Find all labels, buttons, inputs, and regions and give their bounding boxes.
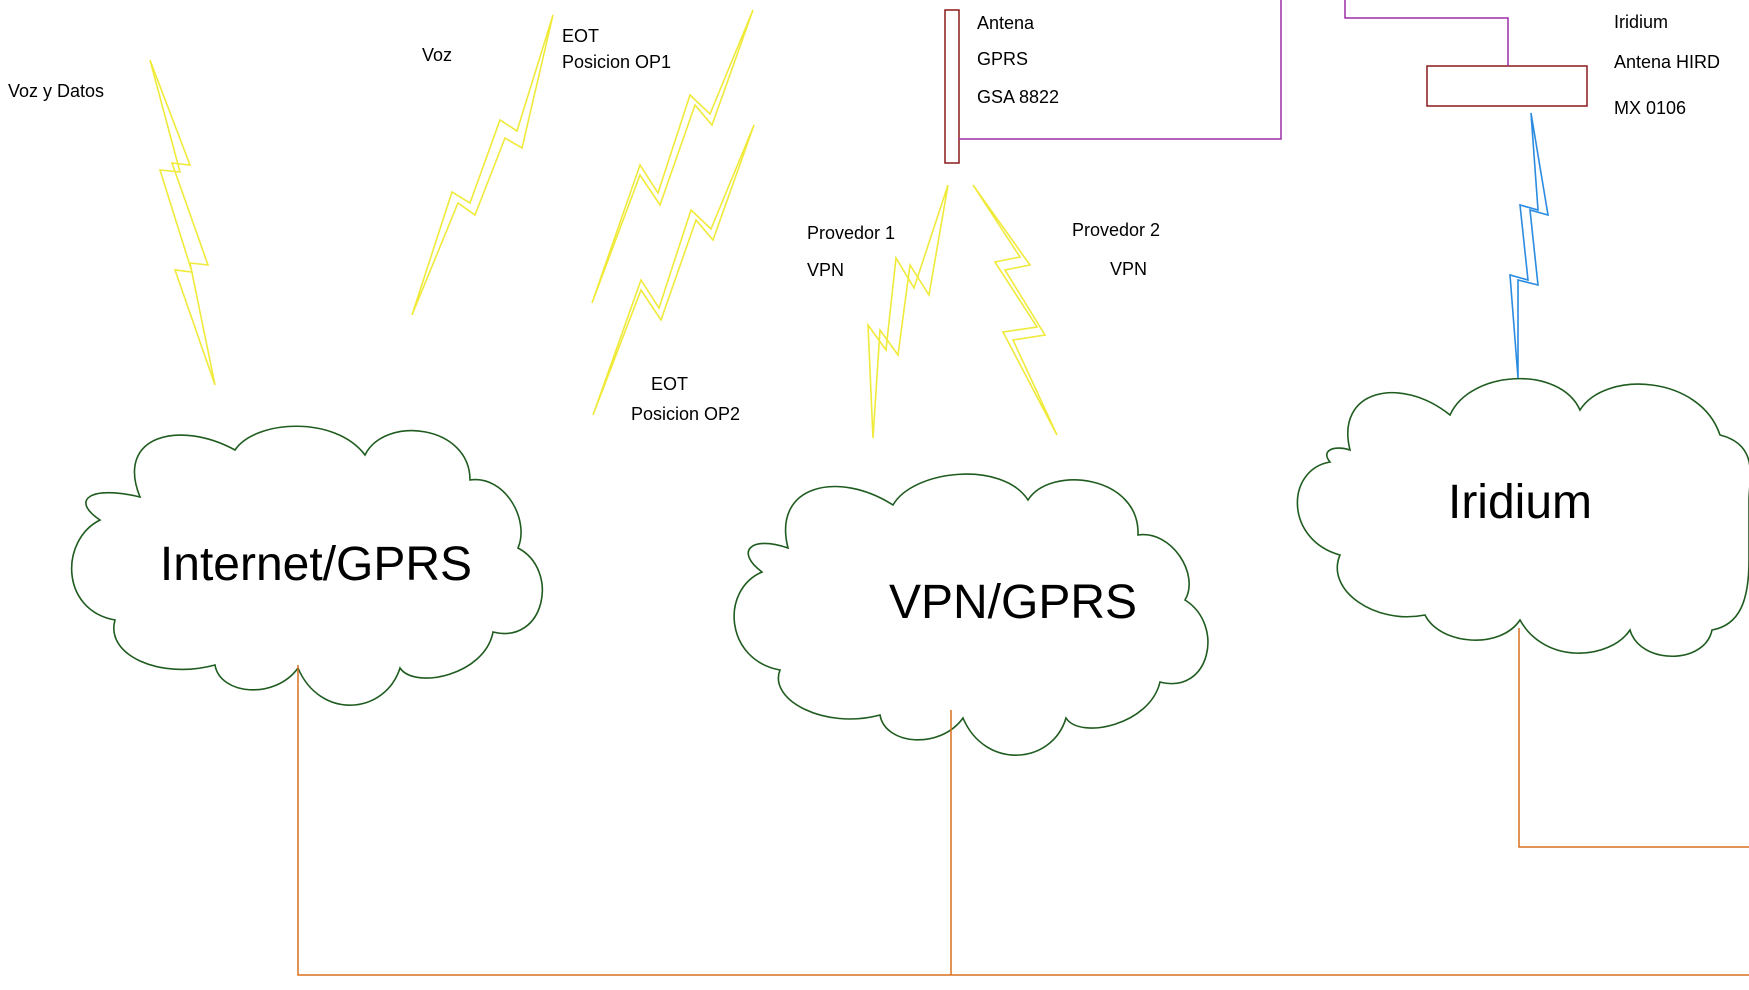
bolt-eot-op2 (592, 124, 755, 416)
label-provedor1-line2: VPN (807, 260, 844, 280)
bolt-provedor2 (972, 184, 1058, 436)
connection-backbone (297, 665, 1749, 976)
cloud-iridium-icon (1296, 377, 1749, 658)
cloud-internet-icon (70, 425, 543, 706)
antenna-iridium-link (1344, 0, 1509, 66)
cloud-iridium-label: Iridium (1448, 476, 1592, 529)
label-eot2-line1: EOT (651, 374, 688, 394)
connection-iridium (1518, 628, 1749, 848)
antenna-gprs-icon (944, 9, 960, 164)
bolt-voz-y-datos (149, 59, 216, 386)
label-antena-gprs-line2: GPRS (977, 49, 1028, 69)
label-voz-y-datos: Voz y Datos (8, 81, 104, 101)
label-iridium-line3: MX 0106 (1614, 98, 1686, 118)
label-provedor2-line1: Provedor 2 (1072, 220, 1160, 240)
bolt-voz (411, 14, 554, 316)
label-provedor1-line1: Provedor 1 (807, 223, 895, 243)
label-antena-gprs-line3: GSA 8822 (977, 87, 1059, 107)
label-eot1-line1: EOT (562, 26, 599, 46)
bolt-iridium (1509, 112, 1549, 379)
antenna-iridium-icon (1426, 65, 1588, 107)
cloud-internet-label: Internet/GPRS (160, 538, 472, 591)
label-eot2-line2: Posicion OP2 (631, 404, 740, 424)
antenna-gprs-link (959, 0, 1282, 140)
cloud-vpn-label: VPN/GPRS (889, 576, 1137, 629)
label-iridium-line1: Iridium (1614, 12, 1668, 32)
label-eot1-line2: Posicion OP1 (562, 52, 671, 72)
cloud-vpn-icon (733, 473, 1209, 756)
bolt-provedor1 (867, 184, 949, 439)
label-iridium-line2: Antena HIRD (1614, 52, 1720, 72)
label-antena-gprs-line1: Antena (977, 13, 1035, 33)
bolt-eot-op1 (591, 9, 754, 304)
label-voz: Voz (422, 45, 452, 65)
label-provedor2-line2: VPN (1110, 259, 1147, 279)
